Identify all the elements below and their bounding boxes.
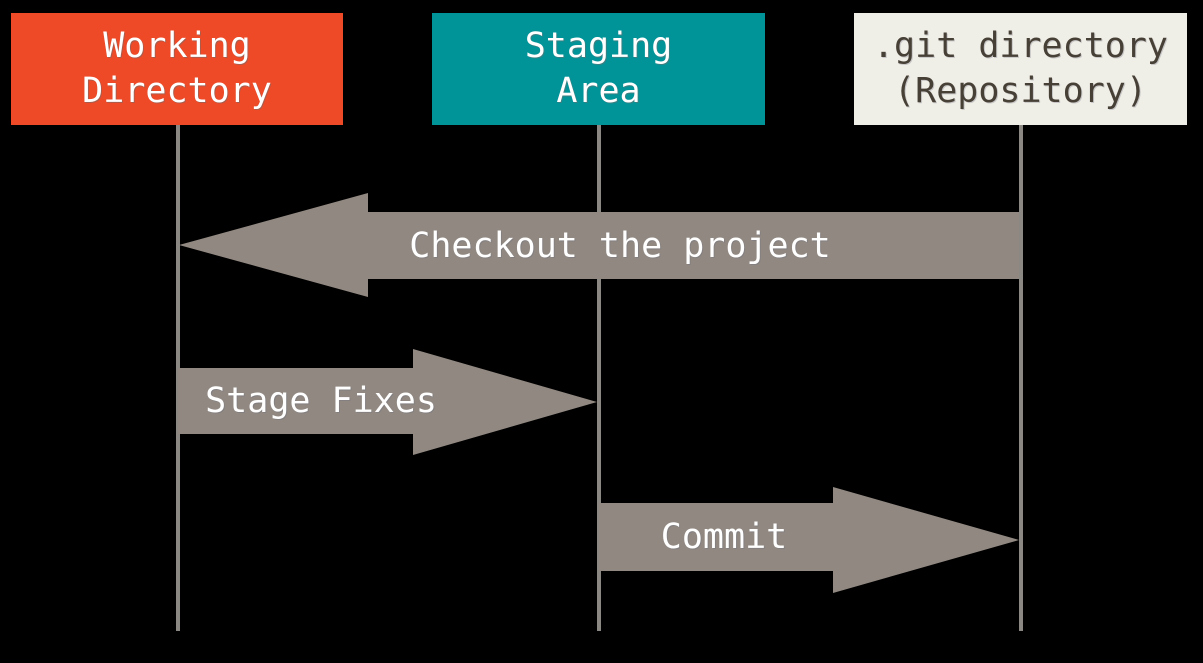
column-box-git-directory: .git directory (Repository) xyxy=(854,13,1187,125)
column-box-working-directory: Working Directory xyxy=(11,13,343,125)
working-directory-label: Working Directory xyxy=(82,26,272,111)
arrow-shaft xyxy=(178,368,413,434)
lifeline-staging-area xyxy=(597,125,601,631)
commit-arrow-label: Commit xyxy=(660,517,788,557)
checkout-arrow-label: Checkout the project xyxy=(409,226,831,266)
stage-fixes-arrow-label: Stage Fixes xyxy=(205,381,437,421)
column-box-staging-area: Staging Area xyxy=(432,13,765,125)
git-directory-label: .git directory (Repository) xyxy=(872,26,1168,111)
staging-area-label: Staging Area xyxy=(524,26,673,111)
arrow-head-left-icon xyxy=(179,193,368,297)
arrow-head-right-icon xyxy=(833,487,1019,593)
arrow-shaft xyxy=(599,503,833,571)
arrow-head-right-icon xyxy=(413,349,597,455)
arrow-shaft xyxy=(368,212,1019,279)
lifeline-git-directory xyxy=(1019,125,1023,631)
